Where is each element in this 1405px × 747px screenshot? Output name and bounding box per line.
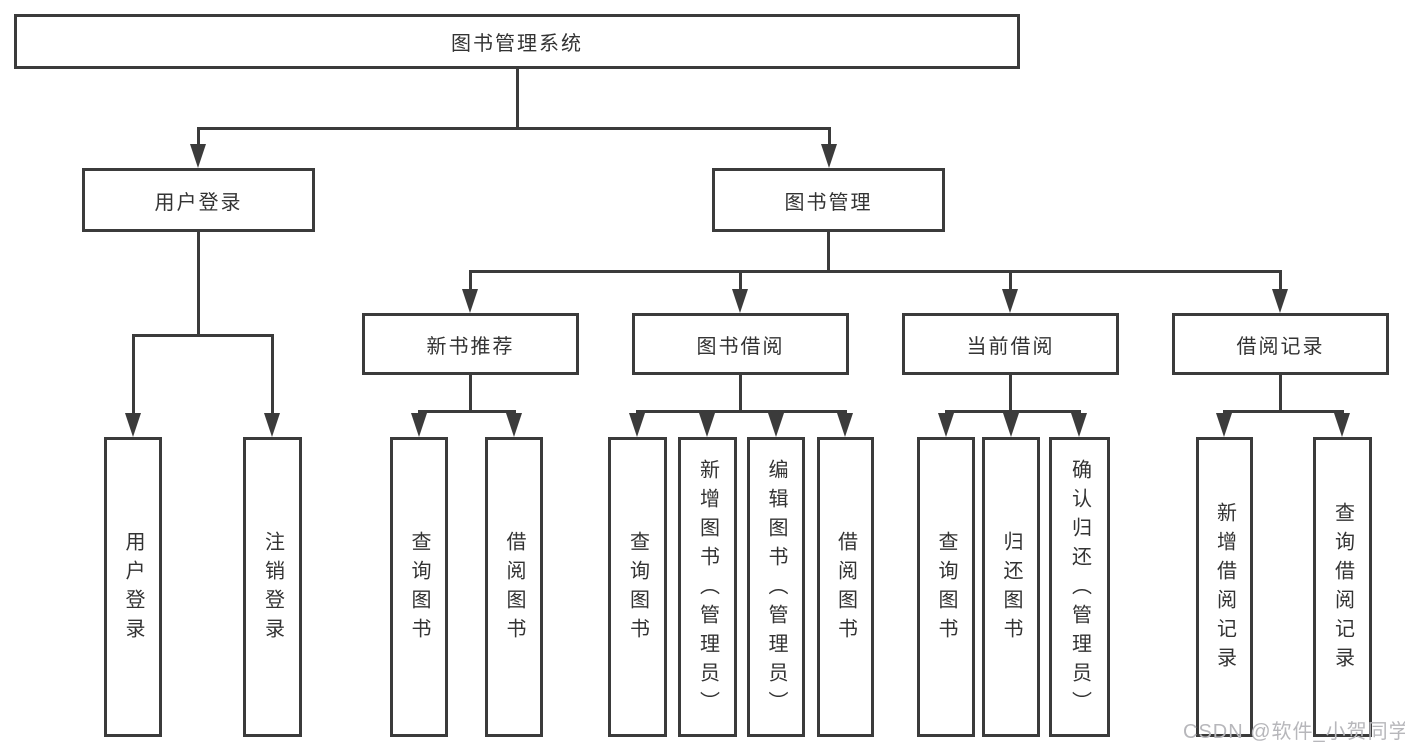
arrowhead-leaf-icon <box>768 413 784 437</box>
leaf-return-books: 归还图书 <box>982 437 1040 737</box>
connector-group-stub <box>469 375 472 413</box>
connector-drop-user-login <box>197 127 200 151</box>
connector-group-stub <box>1279 375 1282 413</box>
connector-drop-group <box>469 270 472 295</box>
leaf-add-books-admin: 新增图书（管理员） <box>678 437 737 737</box>
arrowhead-group-icon <box>1002 289 1018 313</box>
arrowhead-book-management-icon <box>821 144 837 168</box>
group-book-borrow: 图书借阅 <box>632 313 849 375</box>
connector-leaf-bus <box>418 410 516 413</box>
connector-leaf-bus <box>1223 410 1344 413</box>
connector-drop-leaf <box>271 334 274 418</box>
group-new-book-recommend: 新书推荐 <box>362 313 579 375</box>
leaf-borrow-books: 借阅图书 <box>485 437 543 737</box>
connector-leaf-bus <box>636 410 847 413</box>
connector-group-stub <box>1009 375 1012 413</box>
group-borrow-records: 借阅记录 <box>1172 313 1389 375</box>
arrowhead-leaf-icon <box>1334 413 1350 437</box>
leaf-borrow-books: 借阅图书 <box>817 437 874 737</box>
branch-user-login: 用户登录 <box>82 168 315 232</box>
arrowhead-leaf-icon <box>411 413 427 437</box>
arrowhead-leaf-icon <box>125 413 141 437</box>
connector-drop-book-management <box>828 127 831 151</box>
connector-level2-bus <box>197 127 831 130</box>
leaf-logout: 注销登录 <box>243 437 302 737</box>
csdn-watermark: CSDN @软件_小贺同学 <box>1183 721 1405 743</box>
node-root-library-system: 图书管理系统 <box>14 14 1020 69</box>
arrowhead-user-login-icon <box>190 144 206 168</box>
connector-drop-leaf <box>132 334 135 418</box>
arrowhead-leaf-icon <box>1071 413 1087 437</box>
arrowhead-leaf-icon <box>506 413 522 437</box>
leaf-query-books: 查询图书 <box>608 437 667 737</box>
connector-drop-group <box>739 270 742 295</box>
group-current-borrow: 当前借阅 <box>902 313 1119 375</box>
arrowhead-leaf-icon <box>837 413 853 437</box>
leaf-confirm-return-admin: 确认归还（管理员） <box>1049 437 1110 737</box>
connector-user-login-bus <box>132 334 274 337</box>
arrowhead-leaf-icon <box>1003 413 1019 437</box>
leaf-query-books: 查询图书 <box>390 437 448 737</box>
connector-drop-group <box>1009 270 1012 295</box>
arrowhead-leaf-icon <box>699 413 715 437</box>
arrowhead-leaf-icon <box>264 413 280 437</box>
leaf-user-login: 用户登录 <box>104 437 162 737</box>
connector-root-stub <box>516 69 519 130</box>
leaf-query-books: 查询图书 <box>917 437 975 737</box>
branch-book-management: 图书管理 <box>712 168 945 232</box>
arrowhead-group-icon <box>732 289 748 313</box>
arrowhead-group-icon <box>1272 289 1288 313</box>
arrowhead-group-icon <box>462 289 478 313</box>
connector-leaf-bus <box>945 410 1081 413</box>
arrowhead-leaf-icon <box>1216 413 1232 437</box>
leaf-query-borrow-record: 查询借阅记录 <box>1313 437 1372 737</box>
leaf-add-borrow-record: 新增借阅记录 <box>1196 437 1253 737</box>
arrowhead-leaf-icon <box>629 413 645 437</box>
connector-book-management-stub <box>827 232 830 273</box>
connector-drop-group <box>1279 270 1282 295</box>
arrowhead-leaf-icon <box>938 413 954 437</box>
connector-user-login-stub <box>197 232 200 337</box>
connector-group-stub <box>739 375 742 413</box>
leaf-edit-books-admin: 编辑图书（管理员） <box>747 437 805 737</box>
connector-level3-bus <box>469 270 1282 273</box>
